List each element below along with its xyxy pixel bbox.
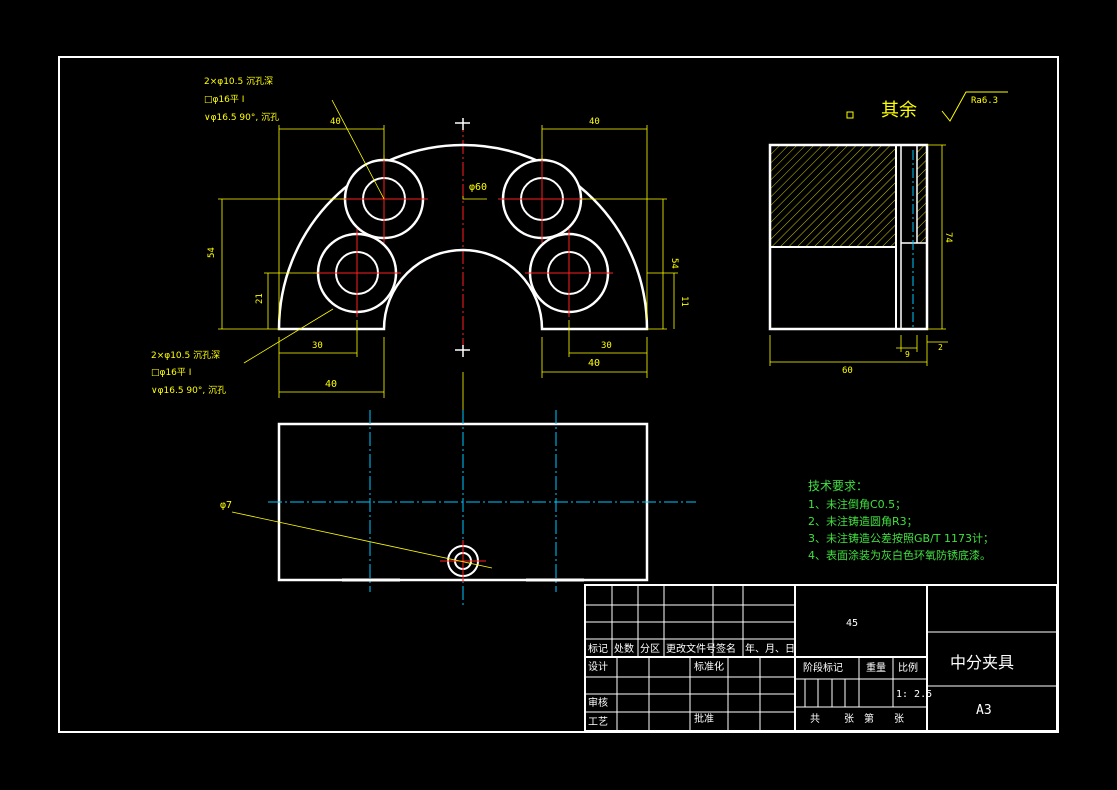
header-date: 年、月、日 <box>745 642 795 655</box>
label-design: 设计 <box>588 660 608 673</box>
bolt-hole-upper-right <box>498 155 586 243</box>
dim-side-small-1: 9 <box>905 350 910 359</box>
scale-value: 1: 2.5 <box>896 689 932 700</box>
label-total: 共 <box>810 713 820 725</box>
label-review: 审核 <box>588 696 608 709</box>
label-process: 工艺 <box>588 716 608 728</box>
dim-right-small: 11 <box>679 296 689 307</box>
label-standardization: 标准化 <box>694 660 724 673</box>
dim-side-small-2: 2 <box>938 343 943 352</box>
material-value: 45 <box>846 618 858 629</box>
drawing-frame <box>58 56 1059 733</box>
header-mark: 标记 <box>588 643 608 655</box>
header-count: 处数 <box>614 642 634 655</box>
dim-right-height: 54 <box>669 258 679 269</box>
tech-req-item-3: 3、未注铸造公差按照GB/T 1173计； <box>808 531 994 545</box>
header-signature: 签名 <box>716 642 736 655</box>
side-view-outline <box>768 143 929 331</box>
side-view: 74 60 9 2 <box>768 143 953 376</box>
front-view: φ7 <box>220 410 696 608</box>
label-page-sheet: 张 <box>894 713 904 725</box>
dim-bottom-left-outer: 40 <box>325 379 337 390</box>
tech-req-item-1: 1、未注倒角C0.5； <box>808 497 906 511</box>
dim-side-width: 60 <box>842 366 853 376</box>
dim-side-height: 74 <box>943 232 953 243</box>
bolt-hole-lower-right <box>525 229 613 317</box>
roughness-note: 其余 Ra6.3 <box>846 91 1008 122</box>
roughness-value: Ra6.3 <box>971 96 998 106</box>
dim-bottom-left-inner: 30 <box>312 341 323 351</box>
dim-left-height: 54 <box>207 247 217 258</box>
title-block <box>584 584 1058 732</box>
header-zone: 分区 <box>640 643 660 655</box>
dim-center-dia: φ60 <box>469 182 487 193</box>
tech-req-title: 技术要求： <box>808 479 868 493</box>
clamp-outline <box>277 143 649 331</box>
label-weight: 重量 <box>866 661 886 674</box>
sheet-size: A3 <box>976 703 992 718</box>
dim-bottom-right-outer: 40 <box>588 358 600 369</box>
hole-note-lower-1: 2×φ10.5 沉孔深 <box>151 350 220 361</box>
dim-left-small: 21 <box>255 293 265 304</box>
hole-note-upper-3: ∨φ16.5 90°, 沉孔 <box>204 112 279 123</box>
hole-note-lower-2: □φ16平 I <box>151 367 191 378</box>
header-change-doc: 更改文件号 <box>666 642 716 655</box>
hole-note-upper-1: 2×φ10.5 沉孔深 <box>204 76 273 87</box>
tech-requirements: 技术要求： 1、未注倒角C0.5； 2、未注铸造圆角R3； 3、未注铸造公差按照… <box>808 479 994 562</box>
tech-req-item-4: 4、表面涂装为灰白色环氧防锈底漆。 <box>808 548 991 562</box>
top-view: 40 40 φ60 54 21 54 11 30 40 30 40 2×φ10.… <box>151 76 689 415</box>
label-ratio: 比例 <box>898 661 918 674</box>
roughness-label: 其余 <box>881 100 917 121</box>
label-page-no: 第 <box>864 712 874 725</box>
tech-req-item-2: 2、未注铸造圆角R3； <box>808 514 918 528</box>
dim-bottom-right-inner: 30 <box>601 341 612 351</box>
hole-note-lower-3: ∨φ16.5 90°, 沉孔 <box>151 385 226 396</box>
dim-hole-dia: φ7 <box>220 500 232 511</box>
hole-note-upper-2: □φ16平 I <box>204 94 244 105</box>
title-block-text: 45 中分夹具 A3 标记 处数 分区 更改文件号 签名 年、月、日 设计 标准… <box>588 618 1014 728</box>
part-name: 中分夹具 <box>950 653 1014 672</box>
dim-top-left: 40 <box>330 117 341 127</box>
label-sheet: 张 <box>844 713 854 725</box>
roughness-symbol-icon <box>941 91 1008 122</box>
label-stage-mark: 阶段标记 <box>803 661 843 674</box>
dim-top-right: 40 <box>589 117 600 127</box>
label-approve: 批准 <box>694 712 714 725</box>
